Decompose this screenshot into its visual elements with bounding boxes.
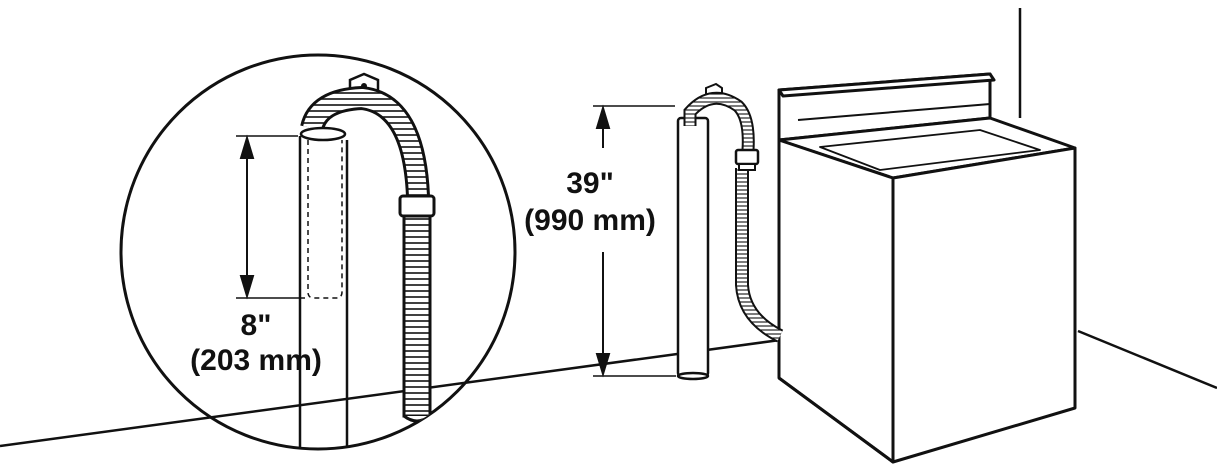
standpipe-assembly (678, 84, 780, 379)
hose-form-clip (736, 150, 758, 164)
detail-hose-lower (404, 216, 430, 416)
detail-height-imperial: 8" (241, 309, 272, 342)
detail-callout (0, 55, 780, 460)
washer (779, 74, 1075, 462)
standpipe (678, 118, 708, 376)
arrow-up (597, 108, 609, 128)
washer-front (893, 148, 1075, 462)
floor-wall-line-right (1078, 331, 1217, 388)
standpipe-height-metric: (990 mm) (524, 204, 656, 237)
detail-hose-clip (400, 196, 434, 216)
standpipe-height-imperial: 39" (566, 167, 614, 200)
detail-height-metric: (203 mm) (190, 344, 322, 377)
washer-side (779, 140, 893, 462)
standpipe-dimension (593, 106, 676, 376)
